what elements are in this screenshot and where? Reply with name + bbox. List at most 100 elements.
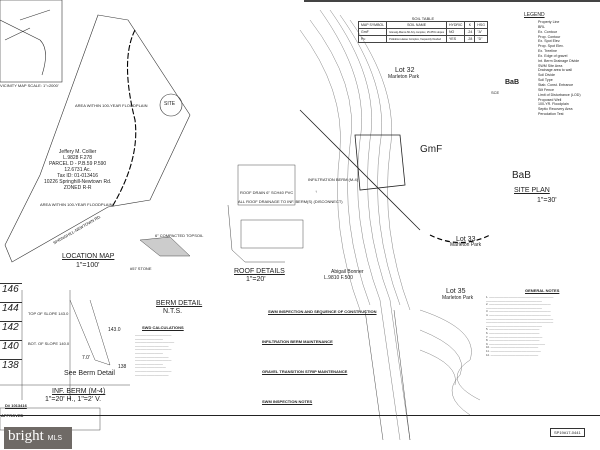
berm-callout: INFILTRATION BERM (M-4) [308, 177, 359, 182]
permit-number: SP19#17-0441 [550, 428, 585, 437]
header: K [464, 21, 476, 29]
elevation-tick: 140 [0, 340, 22, 360]
legend-soil-symbol: BaB [505, 79, 520, 86]
location-map-title: LOCATION MAP [62, 253, 115, 260]
tax-id: Tax ID: 01-013416 [57, 173, 99, 179]
see-berm-detail: See Berm Detail [64, 370, 115, 377]
neighbor-name: Abigail Bonner [331, 269, 364, 275]
roof-drain: ROOF DRAIN 6" SCH40 PVC [240, 190, 294, 195]
legend-item: Limit of Disturbance (LOD) [538, 92, 581, 97]
soil-table-title: SOIL TABLE [411, 16, 435, 21]
inf-berm-title: INF. BERM (M-4) [52, 388, 106, 395]
top-of-slope: TOP OF SLOPE 143.0 [28, 311, 69, 316]
cell: "A" [474, 28, 488, 36]
lot-33-sub: Marleton Park [450, 242, 482, 248]
legend-item: Silt Fence [538, 87, 554, 92]
elev-138: 138 [118, 364, 127, 370]
parcel-info: Jeffery M. Collier L.9828 F.278 PARCEL D… [44, 149, 111, 191]
site-plan-scale: 1"=30' [537, 197, 557, 204]
roof-details-title: ROOF DETAILS [234, 268, 285, 275]
elevation-tick: 146 [0, 283, 22, 303]
general-notes-text: 1. ——————————————————————— —————————————… [486, 295, 554, 357]
address: 10226 Springhill-Newtown Rd. [44, 179, 112, 185]
cell: .24 [464, 28, 476, 36]
header: SOIL NAME [386, 21, 448, 29]
site-marker: SITE [164, 101, 176, 107]
legend-title: LEGEND [524, 12, 545, 18]
legend-item: Percolation Test [538, 112, 564, 117]
general-notes-title: GENERAL NOTES [525, 288, 560, 293]
owner-deed: L.9828 F.278 [63, 155, 93, 161]
stone-label: #57 STONE [130, 266, 152, 271]
cell: GmF [357, 28, 388, 36]
site-plan-title: SITE PLAN [514, 187, 550, 194]
soil-bab: BaB [512, 170, 531, 181]
lot-32-sub: Marleton Park [388, 74, 420, 80]
roof-note: ALL ROOF DRAINAGE TO INF. BERM(S) (DISCO… [238, 199, 343, 204]
lot-35-label: Lot 35 [446, 288, 466, 295]
legend-item: Ex. Spot Elev. [538, 39, 561, 44]
header: MAP SYMBOL [357, 21, 388, 29]
cell: .28 [464, 35, 476, 43]
cell: YES [446, 35, 466, 43]
lot-33-label: Lot 33 [456, 236, 476, 243]
bot-of-slope: BOT. OF SLOPE 140.0 [28, 341, 70, 346]
swm-calc-title: SWD CALCULATIONS [142, 325, 184, 330]
cell: Pollokton-Hasse Complex, frequently floo… [386, 35, 448, 43]
swm-inspection-title: SWM INSPECTION NOTES [262, 399, 313, 404]
berm-detail-scale: N.T.S. [163, 308, 183, 315]
legend-item: SWM Site Area [538, 63, 563, 68]
berm-detail-title: BERM DETAIL [156, 300, 203, 307]
approval-label: APPROVED [1, 413, 24, 418]
swm-calc-text: ————————————— —————————— —————————————— … [135, 333, 175, 377]
north-arrow-icon: ↑ [315, 189, 317, 194]
header: HYDRIC [446, 21, 466, 29]
elevation-tick: 142 [0, 321, 22, 341]
roof-details-scale: 1"=20' [246, 276, 266, 283]
watermark-suffix: MLS [47, 435, 62, 442]
gravel-maintenance-title: GRAVEL TRANSITION STRIP MAINTENANCE [262, 369, 348, 374]
elev-143: 143.0 [108, 327, 121, 333]
legend-item: Property Line [538, 20, 560, 24]
cell: NO [446, 28, 466, 36]
swm-sequence-title: SWM INSPECTION AND SEQUENCE OF CONSTRUCT… [268, 309, 377, 314]
legend-item: Soil Divide [538, 73, 555, 78]
bright-mls-watermark: bright MLS [4, 427, 72, 449]
owner-name: Jeffery M. Collier [58, 149, 97, 155]
legend-item: Prop. Spot Elev. [538, 44, 564, 49]
tax-number: D# 1013416 [5, 403, 27, 408]
watermark-brand: bright [8, 428, 44, 444]
legend-item: Prop. Contour [538, 34, 561, 39]
elevation-tick: 144 [0, 302, 22, 322]
legend-item: Septic Recovery Area [538, 107, 573, 112]
elevation-tick: 138 [0, 359, 22, 379]
legend-item: Ex. Treeline [538, 49, 557, 54]
header: HSG [474, 21, 488, 29]
cell: Glenelg-Manor-Mt Airy complex, 25-65% sl… [386, 28, 448, 36]
lot-32-label: Lot 32 [395, 67, 415, 74]
floodplain-label: AREA WITHIN 100-YEAR FLOODPLAIN [40, 202, 113, 207]
parcel-id: PARCEL D - P.B.59 P.590 [49, 161, 107, 167]
soil-gmf: GmF [420, 144, 443, 155]
legend-item: Drainage area to wall [538, 68, 572, 73]
legend-sce: SCE [491, 90, 500, 95]
lot-35-sub: Marleton Park [442, 295, 474, 301]
parcel-area: 12.6731 Ac. [64, 167, 91, 173]
legend-item: 100-YR. Floodplain [538, 102, 569, 107]
legend-item: Soil Type [538, 78, 553, 83]
topsoil-label: 6" COMPACTED TOPSOIL [155, 233, 204, 238]
vicinity-caption: VICINITY MAP SCALE: 1"=2000' [0, 83, 59, 88]
neighbor-deed: L.9810 F.500 [324, 275, 353, 281]
legend-item: BRL [538, 24, 545, 29]
cell: Pu [357, 35, 388, 43]
inf-berm-scale: 1"=20' H., 1"=2' V. [45, 396, 102, 403]
legend-item: Ex. Edge of gravel [538, 53, 568, 58]
legend-item: Int. Berm Drainage Divide [538, 58, 580, 63]
cell: "D" [474, 35, 488, 43]
berm-width: 7.0' [82, 355, 90, 361]
location-map-scale: 1"=100' [76, 262, 100, 269]
